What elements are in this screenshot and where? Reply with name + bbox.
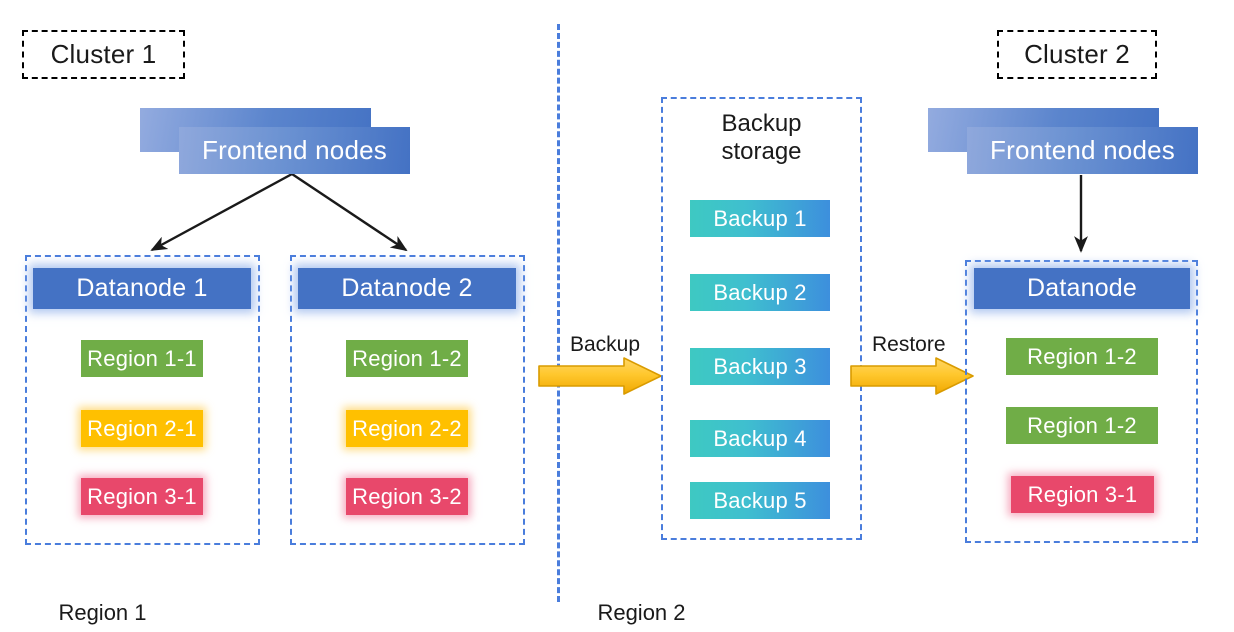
backup-item[interactable]: Backup 4 — [690, 420, 830, 457]
backup-item[interactable]: Backup 2 — [690, 274, 830, 311]
region-chip-label: Region 2-2 — [352, 415, 462, 441]
backup-storage-title-line-1: Backup — [721, 110, 802, 137]
region-2-footer-label: Region 2 — [573, 573, 686, 632]
cluster-1-label: Cluster 1 — [50, 39, 157, 69]
backup-item[interactable]: Backup 5 — [690, 482, 830, 519]
region-chip-label: Region 1-1 — [87, 345, 197, 371]
datanode-2-header[interactable]: Datanode 2 — [298, 268, 516, 309]
region-chip[interactable]: Region 1-2 — [1006, 407, 1158, 444]
datanode-1-title: Datanode 1 — [76, 274, 208, 302]
region-2-footer-text: Region 2 — [597, 599, 686, 625]
backup-item[interactable]: Backup 3 — [690, 348, 830, 385]
region-chip-label: Region 3-1 — [1027, 481, 1138, 507]
restore-flow-arrow — [850, 357, 974, 395]
region-chip[interactable]: Region 3-1 — [81, 478, 203, 515]
datanode-cluster2-title: Datanode — [1026, 274, 1138, 302]
region-1-footer-text: Region 1 — [58, 599, 147, 625]
frontend-nodes-cluster1-front-card: Frontend nodes — [179, 127, 410, 174]
region-divider — [557, 24, 560, 602]
backup-item-label: Backup 2 — [713, 279, 807, 305]
backup-item-label: Backup 4 — [713, 425, 807, 451]
region-chip[interactable]: Region 1-2 — [1006, 338, 1158, 375]
region-chip[interactable]: Region 2-2 — [346, 410, 468, 447]
arrow-frontend-to-datanode-1 — [150, 172, 293, 252]
region-chip-label: Region 3-1 — [87, 483, 197, 509]
backup-storage-container — [661, 97, 862, 540]
cluster-2-label: Cluster 2 — [1024, 39, 1130, 69]
frontend-nodes-cluster2[interactable]: Frontend nodes — [928, 108, 1198, 174]
backup-item-label: Backup 1 — [713, 205, 807, 231]
cluster-2-tag: Cluster 2 — [997, 30, 1157, 79]
region-chip[interactable]: Region 3-2 — [346, 478, 468, 515]
frontend-nodes-cluster1[interactable]: Frontend nodes — [140, 108, 410, 174]
frontend-nodes-cluster2-front-card: Frontend nodes — [967, 127, 1198, 174]
datanode-cluster2-container — [965, 260, 1198, 543]
backup-flow-text: Backup — [570, 333, 641, 356]
restore-flow-label: Restore — [872, 333, 946, 357]
datanode-1-container — [25, 255, 260, 545]
region-chip[interactable]: Region 1-2 — [346, 340, 468, 377]
backup-flow-arrow — [538, 357, 662, 395]
datanode-cluster2-header[interactable]: Datanode — [974, 268, 1190, 309]
backup-storage-title: Backup storage — [661, 110, 862, 167]
datanode-2-title: Datanode 2 — [341, 274, 473, 302]
backup-storage-title-line-2: storage — [721, 138, 802, 166]
region-chip-label: Region 1-2 — [1027, 343, 1137, 369]
frontend-nodes-cluster2-label: Frontend nodes — [990, 135, 1175, 165]
region-chip[interactable]: Region 3-1 — [1011, 476, 1154, 513]
region-chip-label: Region 2-1 — [87, 415, 197, 441]
cluster-1-tag: Cluster 1 — [22, 30, 185, 79]
arrow-frontend-to-datanode-2 — [291, 173, 408, 252]
region-chip-label: Region 1-2 — [352, 345, 462, 371]
backup-item-label: Backup 5 — [713, 487, 807, 513]
restore-flow-text: Restore — [872, 333, 946, 356]
datanode-2-container — [290, 255, 525, 545]
backup-item-label: Backup 3 — [713, 353, 807, 379]
datanode-1-header[interactable]: Datanode 1 — [33, 268, 251, 309]
region-1-footer-label: Region 1 — [34, 573, 147, 632]
region-chip-label: Region 3-2 — [352, 483, 462, 509]
region-chip-label: Region 1-2 — [1027, 412, 1137, 438]
backup-flow-label: Backup — [570, 333, 640, 357]
frontend-nodes-cluster1-label: Frontend nodes — [202, 135, 387, 165]
region-chip[interactable]: Region 2-1 — [81, 410, 203, 447]
region-chip[interactable]: Region 1-1 — [81, 340, 203, 377]
backup-item[interactable]: Backup 1 — [690, 200, 830, 237]
